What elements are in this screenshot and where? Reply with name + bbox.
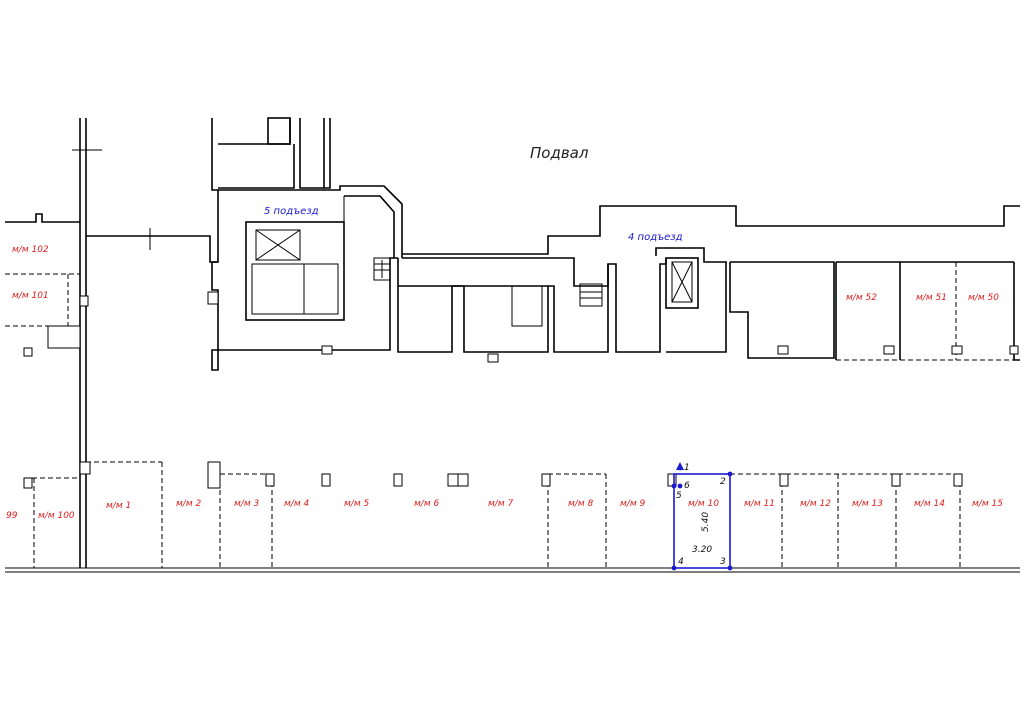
spot-label: м/м 2: [176, 499, 201, 509]
spot-length: 5.40: [701, 512, 711, 532]
vertex-5: [677, 483, 683, 489]
spot-width: 3.20: [692, 545, 712, 555]
entrance-5-label: 5 подъезд: [264, 206, 319, 217]
spot-label: м/м 6: [414, 499, 439, 509]
plan-title: Подвал: [530, 144, 589, 162]
parking-bottom-row: [23, 461, 963, 568]
spot-label: м/м 8: [568, 499, 593, 509]
spot-label: 99: [6, 511, 18, 521]
left-walls: [5, 118, 218, 568]
spot-label: м/м 12: [800, 499, 831, 509]
spot-label: м/м 9: [620, 499, 645, 509]
spot-label: м/м 5: [344, 499, 369, 509]
vertex-label-1: 1: [684, 463, 690, 473]
vertex-3: [727, 565, 733, 571]
vertex-6: [671, 483, 677, 489]
vertex-4: [671, 565, 677, 571]
spot-label: м/м 13: [852, 499, 883, 509]
spot-label: м/м 4: [284, 499, 309, 509]
entrance-4-label: 4 подъезд: [628, 232, 683, 243]
building-4-block: [397, 205, 1020, 363]
vertex-label-2: 2: [720, 477, 726, 487]
spot-label: м/м 101: [12, 291, 49, 301]
spot-label: м/м 14: [914, 499, 945, 509]
vertex-label-3: 3: [720, 557, 726, 567]
spot-label: м/м 102: [12, 245, 49, 255]
spot-label: м/м 51: [916, 293, 947, 303]
spot-label: м/м 11: [744, 499, 775, 509]
vertex-2: [727, 471, 733, 477]
building-5-block: [207, 117, 403, 371]
spot-label: м/м 7: [488, 499, 513, 509]
spot-label: м/м 100: [38, 511, 75, 521]
vertex-label-4: 4: [678, 557, 684, 567]
spot-label: м/м 15: [972, 499, 1003, 509]
vertex-label-5: 5: [676, 491, 682, 501]
vertex-label-6: 6: [684, 481, 690, 491]
spot-label: м/м 1: [106, 501, 131, 511]
selected-spot[interactable]: [671, 462, 733, 571]
spot-label: м/м 10: [688, 499, 719, 509]
spot-label: м/м 52: [846, 293, 877, 303]
spot-label: м/м 50: [968, 293, 999, 303]
ground-lines: [5, 567, 1020, 573]
spot-label: м/м 3: [234, 499, 259, 509]
